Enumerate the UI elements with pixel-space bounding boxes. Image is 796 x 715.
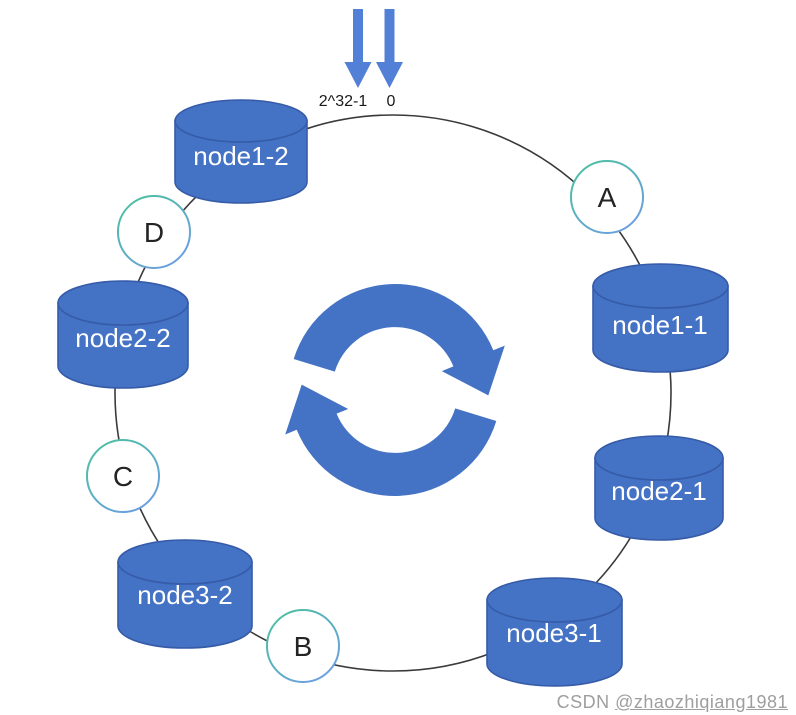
marker-letter: C — [113, 461, 133, 492]
watermark-prefix: CSDN — [556, 692, 616, 712]
marker-circle — [86, 439, 160, 513]
database-icon — [486, 599, 623, 687]
zero-hash-label: 0 — [387, 93, 396, 110]
marker-letter: A — [598, 182, 617, 213]
db-node-node3-1: node3-1 — [486, 577, 623, 687]
database-icon-top — [594, 435, 724, 481]
database-icon-top — [57, 280, 189, 326]
hash-ring-circle — [114, 114, 672, 672]
down-arrow-icon — [376, 9, 403, 88]
node-label: node1-1 — [612, 310, 707, 340]
down-arrow-icon — [344, 9, 372, 88]
database-icon-top — [486, 577, 623, 623]
db-node-node2-1: node2-1 — [594, 435, 724, 541]
watermark-username: @zhaozhiqiang1981 — [615, 692, 788, 712]
marker-circle — [570, 160, 644, 234]
cycle-icon — [285, 284, 505, 496]
database-icon-top — [174, 99, 308, 143]
db-node-node1-2: node1-2 — [174, 99, 308, 204]
hash-position-arrows: 2^32-1 0 — [319, 9, 403, 110]
marker-letter: B — [294, 631, 313, 662]
marker-circle — [266, 609, 340, 683]
marker-circle — [117, 195, 191, 269]
node-label: node3-2 — [137, 580, 232, 610]
database-icon — [594, 457, 724, 541]
cycle-arrow-top — [293, 284, 505, 396]
ring-marker-b: B — [266, 609, 340, 683]
max-hash-label: 2^32-1 — [319, 93, 368, 110]
csdn-watermark: CSDN @zhaozhiqiang1981 — [557, 692, 788, 713]
database-icon — [174, 120, 308, 204]
node-label: node1-2 — [193, 141, 288, 171]
node-label: node3-1 — [506, 618, 601, 648]
node-label: node2-1 — [611, 476, 706, 506]
cycle-arrow-bottom — [285, 384, 497, 496]
db-node-node2-2: node2-2 — [57, 280, 189, 389]
database-icon-top — [117, 539, 253, 585]
marker-letter: D — [144, 217, 164, 248]
database-icon-top — [592, 263, 729, 309]
database-icon — [117, 561, 253, 649]
database-icon — [592, 285, 729, 373]
db-node-node1-1: node1-1 — [592, 263, 729, 373]
db-node-node3-2: node3-2 — [117, 539, 253, 649]
database-icon — [57, 302, 189, 389]
node-label: node2-2 — [75, 323, 170, 353]
ring-marker-a: A — [570, 160, 644, 234]
ring-marker-c: C — [86, 439, 160, 513]
ring-marker-d: D — [117, 195, 191, 269]
